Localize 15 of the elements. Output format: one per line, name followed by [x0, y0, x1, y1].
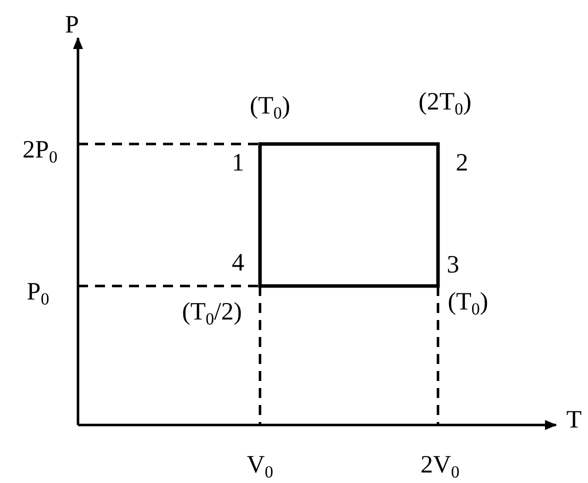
state-number: 4	[232, 250, 244, 276]
state-temperature: (T$_{0}$/2)	[182, 300, 242, 324]
state-temperature: (T$_{0}$)	[448, 290, 488, 314]
state-number: 1	[232, 150, 244, 176]
pressure-value: 2P$_{0}$	[22, 138, 58, 162]
state-temperature: (2T$_{0}$)	[418, 90, 472, 114]
state-number: 3	[446, 252, 460, 278]
pressure-value: P$_{0}$	[26, 280, 50, 304]
cycle-rectangle	[258, 142, 440, 288]
state-temperature: (T$_{0}$)	[250, 94, 290, 118]
volume-value: V$_{0}$	[246, 452, 274, 478]
state-number: 2	[456, 150, 468, 176]
axis-label: T	[566, 408, 582, 432]
axis-label: P	[65, 12, 79, 38]
volume-value: 2V$_{0}$	[420, 452, 460, 478]
